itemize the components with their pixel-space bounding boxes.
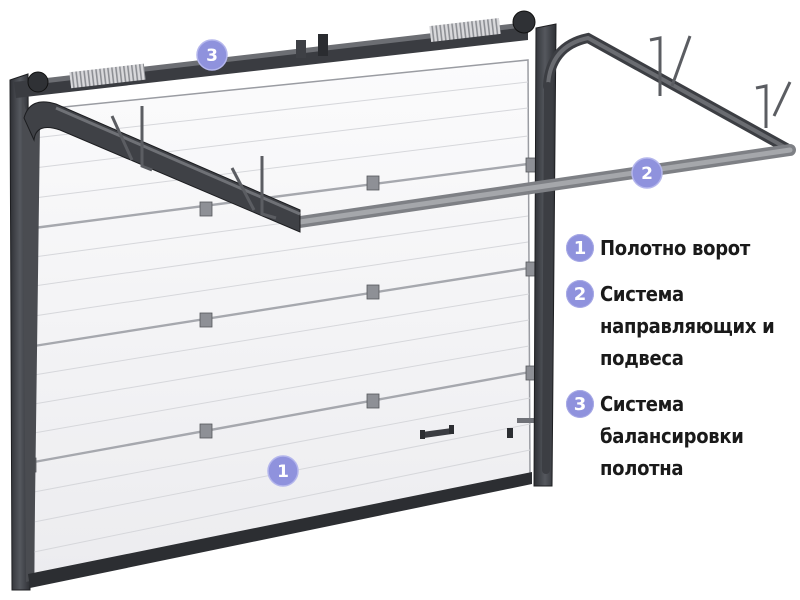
door-lock — [507, 418, 539, 438]
legend-item-balancing-system: 3 Система балансировки полотна — [566, 388, 796, 484]
svg-text:1: 1 — [277, 462, 289, 482]
marker-1: 1 — [267, 455, 299, 487]
svg-text:3: 3 — [206, 46, 218, 66]
marker-2: 2 — [631, 157, 663, 189]
legend-text: Система балансировки полотна — [600, 392, 744, 480]
legend-text: Полотно ворот — [600, 236, 750, 260]
legend-badge: 2 — [566, 280, 594, 308]
panel-grooves — [33, 81, 531, 553]
legend-item-door-leaf: 1 Полотно ворот — [566, 232, 796, 264]
torsion-spring-icon — [429, 18, 501, 42]
svg-text:2: 2 — [641, 164, 653, 184]
hanger-bracket-icon — [110, 35, 792, 220]
legend-badge: 1 — [566, 234, 594, 262]
door-handle-icon — [420, 425, 454, 439]
panel-seams — [33, 162, 531, 464]
legend-text: Система направляющих и подвеса — [600, 282, 775, 370]
door-leaf — [23, 59, 539, 581]
legend: 1 Полотно ворот 2 Система направляющих и… — [566, 232, 796, 498]
legend-item-guide-system: 2 Система направляющих и подвеса — [566, 278, 796, 374]
legend-badge: 3 — [566, 390, 594, 418]
torsion-spring-icon — [69, 63, 146, 89]
balancing-system — [27, 10, 536, 93]
marker-3: 3 — [196, 39, 228, 71]
left-horizontal-rail — [23, 101, 301, 233]
guide-rails — [294, 32, 796, 474]
